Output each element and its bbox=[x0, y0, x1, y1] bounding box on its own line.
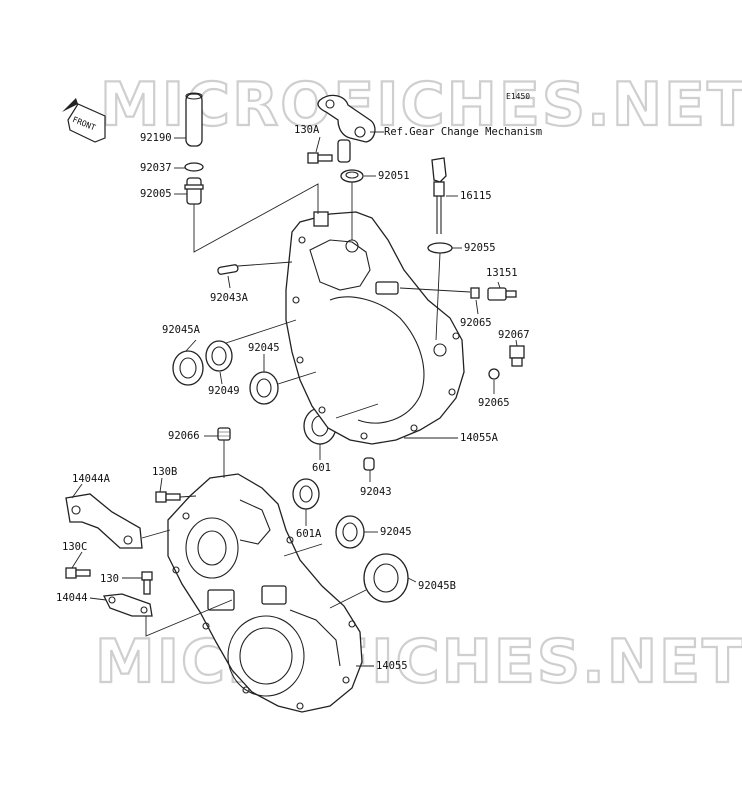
label-ref-gear-change: Ref.Gear Change Mechanism bbox=[384, 126, 542, 138]
watermark-bottom: MICROFICHES.NET bbox=[95, 627, 742, 697]
part-14044-bracket bbox=[103, 593, 153, 617]
part-130a-bolt bbox=[307, 152, 333, 164]
part-92065-washer bbox=[470, 287, 480, 299]
part-14044a-bracket bbox=[65, 493, 143, 549]
part-92055-oring bbox=[427, 242, 453, 254]
part-92049-seal bbox=[205, 340, 233, 372]
label-14055: 14055 bbox=[376, 660, 408, 672]
label-92045-upper: 92045 bbox=[248, 342, 280, 354]
label-601a: 601A bbox=[296, 528, 322, 540]
part-92043a-pin bbox=[217, 264, 239, 275]
label-92043: 92043 bbox=[360, 486, 392, 498]
part-14055-case-lower bbox=[167, 473, 363, 713]
part-gear-change-arm bbox=[317, 94, 376, 163]
front-arrow-icon: FRONT bbox=[62, 98, 106, 143]
part-92051-seal bbox=[340, 169, 364, 183]
part-13151-sensor bbox=[487, 287, 517, 301]
part-92067-plug bbox=[509, 345, 525, 367]
part-92045b-bearing bbox=[363, 553, 409, 603]
part-92045-bearing-middle bbox=[335, 515, 365, 549]
part-130-bolt bbox=[141, 571, 153, 595]
label-92066: 92066 bbox=[168, 430, 200, 442]
label-92190: 92190 bbox=[140, 132, 172, 144]
watermark-top: MICROFICHES.NET bbox=[100, 70, 742, 140]
label-92037: 92037 bbox=[140, 162, 172, 174]
part-92005-pipe bbox=[184, 177, 204, 205]
label-14044: 14044 bbox=[56, 592, 88, 604]
label-14055a: 14055A bbox=[460, 432, 499, 444]
part-130b-bolt bbox=[155, 491, 181, 503]
part-92045a-bearing bbox=[172, 350, 204, 386]
part-92066-breather bbox=[217, 427, 231, 441]
part-16115-dipstick bbox=[431, 157, 447, 234]
label-92043a: 92043A bbox=[210, 292, 249, 304]
diagram-code: E1450 bbox=[506, 92, 530, 101]
label-92049: 92049 bbox=[208, 385, 240, 397]
label-130c: 130C bbox=[62, 541, 87, 553]
label-130: 130 bbox=[100, 573, 119, 585]
label-92065-upper: 92065 bbox=[460, 317, 492, 329]
label-601: 601 bbox=[312, 462, 331, 474]
label-92045b: 92045B bbox=[418, 580, 456, 592]
part-92037-oring bbox=[184, 162, 204, 172]
part-92190-tube bbox=[185, 92, 203, 147]
label-92067: 92067 bbox=[498, 329, 530, 341]
label-92051: 92051 bbox=[378, 170, 410, 182]
label-92005: 92005 bbox=[140, 188, 172, 200]
part-14055a-case-upper bbox=[285, 211, 465, 445]
label-92055: 92055 bbox=[464, 242, 496, 254]
label-130b: 130B bbox=[152, 466, 177, 478]
part-92043-pin bbox=[363, 457, 375, 471]
leader-lines bbox=[71, 131, 518, 667]
part-601a-bearing bbox=[292, 478, 320, 510]
part-92065-washer-lower bbox=[488, 368, 500, 380]
label-92045-middle: 92045 bbox=[380, 526, 412, 538]
label-16115: 16115 bbox=[460, 190, 492, 202]
label-130a: 130A bbox=[294, 124, 320, 136]
label-14044a: 14044A bbox=[72, 473, 111, 485]
label-13151: 13151 bbox=[486, 267, 518, 279]
part-92045-bearing bbox=[249, 371, 279, 405]
label-92065-lower: 92065 bbox=[478, 397, 510, 409]
part-130c-bolt bbox=[65, 567, 91, 579]
label-92045a: 92045A bbox=[162, 324, 201, 336]
